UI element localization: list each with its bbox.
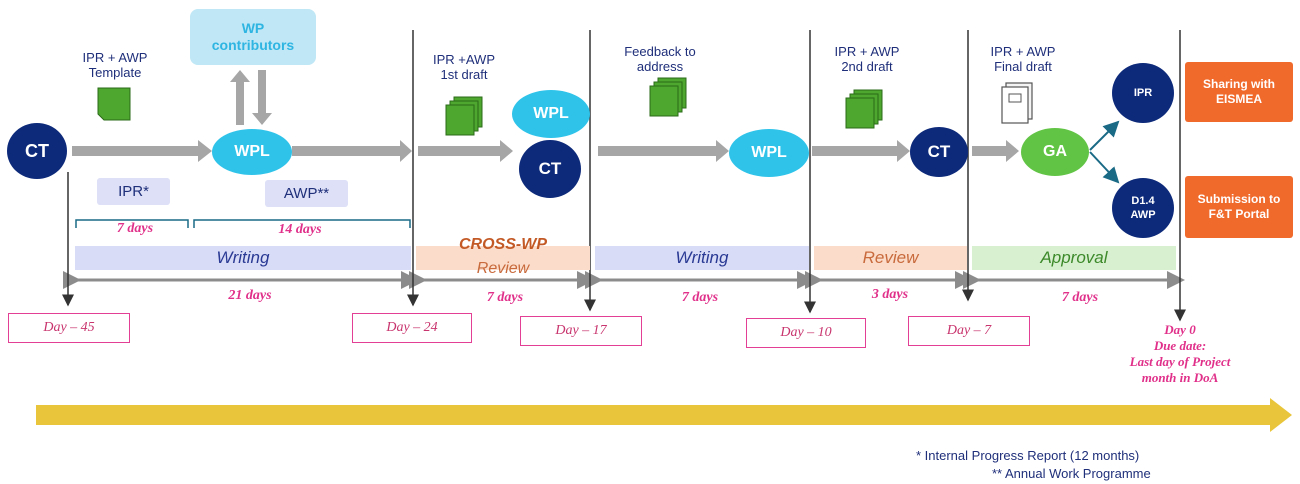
flow-arrows	[72, 70, 1019, 162]
day-10-box: Day – 10	[746, 318, 866, 348]
duration-3-days: 3 days	[871, 287, 909, 302]
ga-to-d14-arrow	[1089, 151, 1120, 184]
submission-portal-box: Submission to F&T Portal	[1185, 176, 1293, 238]
phase-writing-2: Writing	[595, 246, 809, 270]
document-icons	[97, 77, 1033, 136]
footnote-ipr: * Internal Progress Report (12 months)	[916, 448, 1140, 463]
sharing-eismea-box: Sharing with EISMEA	[1185, 62, 1293, 122]
d14-awp-node: D1.4 AWP	[1112, 178, 1174, 238]
ga-node: GA	[1021, 128, 1089, 176]
phase-review: Review	[814, 246, 967, 270]
phase-writing-1: Writing	[75, 246, 411, 270]
day-24-box: Day – 24	[352, 313, 472, 343]
wp-contributors-box: WP contributors	[190, 9, 316, 65]
day-7-box: Day – 7	[908, 316, 1030, 346]
duration-7-days-approval: 7 days	[1061, 290, 1099, 305]
wpl-node-1: WPL	[212, 129, 292, 175]
ct-node-3: CT	[910, 127, 968, 177]
first-draft-label: IPR +AWP 1st draft	[432, 52, 495, 82]
ipr-duration: 7 days	[116, 221, 154, 236]
ct-node-2: CT	[519, 140, 581, 198]
second-draft-label: IPR + AWP 2nd draft	[834, 44, 900, 74]
phase-approval: Approval	[972, 246, 1176, 270]
milestone-lines	[62, 30, 1186, 322]
final-draft-label: IPR + AWP Final draft	[990, 44, 1056, 74]
wpl-node-2: WPL	[512, 90, 590, 138]
day-0-due-date: Day 0 Due date: Last day of Project mont…	[1129, 322, 1231, 385]
ct-node-start: CT	[7, 123, 67, 179]
day-45-box: Day – 45	[8, 313, 130, 343]
duration-7-days-writing: 7 days	[681, 290, 719, 305]
template-label: IPR + AWP Template	[82, 50, 148, 80]
duration-21-days: 21 days	[228, 288, 272, 303]
timeline-arrow	[36, 398, 1292, 432]
wpl-node-3: WPL	[729, 129, 809, 177]
duration-7-days-crosswp: 7 days	[486, 290, 524, 305]
footnote-awp: ** Annual Work Programme	[992, 466, 1151, 481]
crosswp-review-label: Review	[476, 260, 530, 277]
awp-chip: AWP**	[265, 180, 348, 207]
day-17-box: Day – 17	[520, 316, 642, 346]
phase-crosswp-review	[416, 246, 590, 270]
ipr-chip: IPR*	[97, 178, 170, 205]
crosswp-title: CROSS-WP	[459, 236, 547, 253]
ipr-output-node: IPR	[1112, 63, 1174, 123]
sub-brackets	[75, 219, 411, 228]
awp-duration: 14 days	[278, 222, 322, 237]
ga-to-ipr-arrow	[1089, 120, 1120, 151]
feedback-label: Feedback to address	[624, 44, 696, 74]
